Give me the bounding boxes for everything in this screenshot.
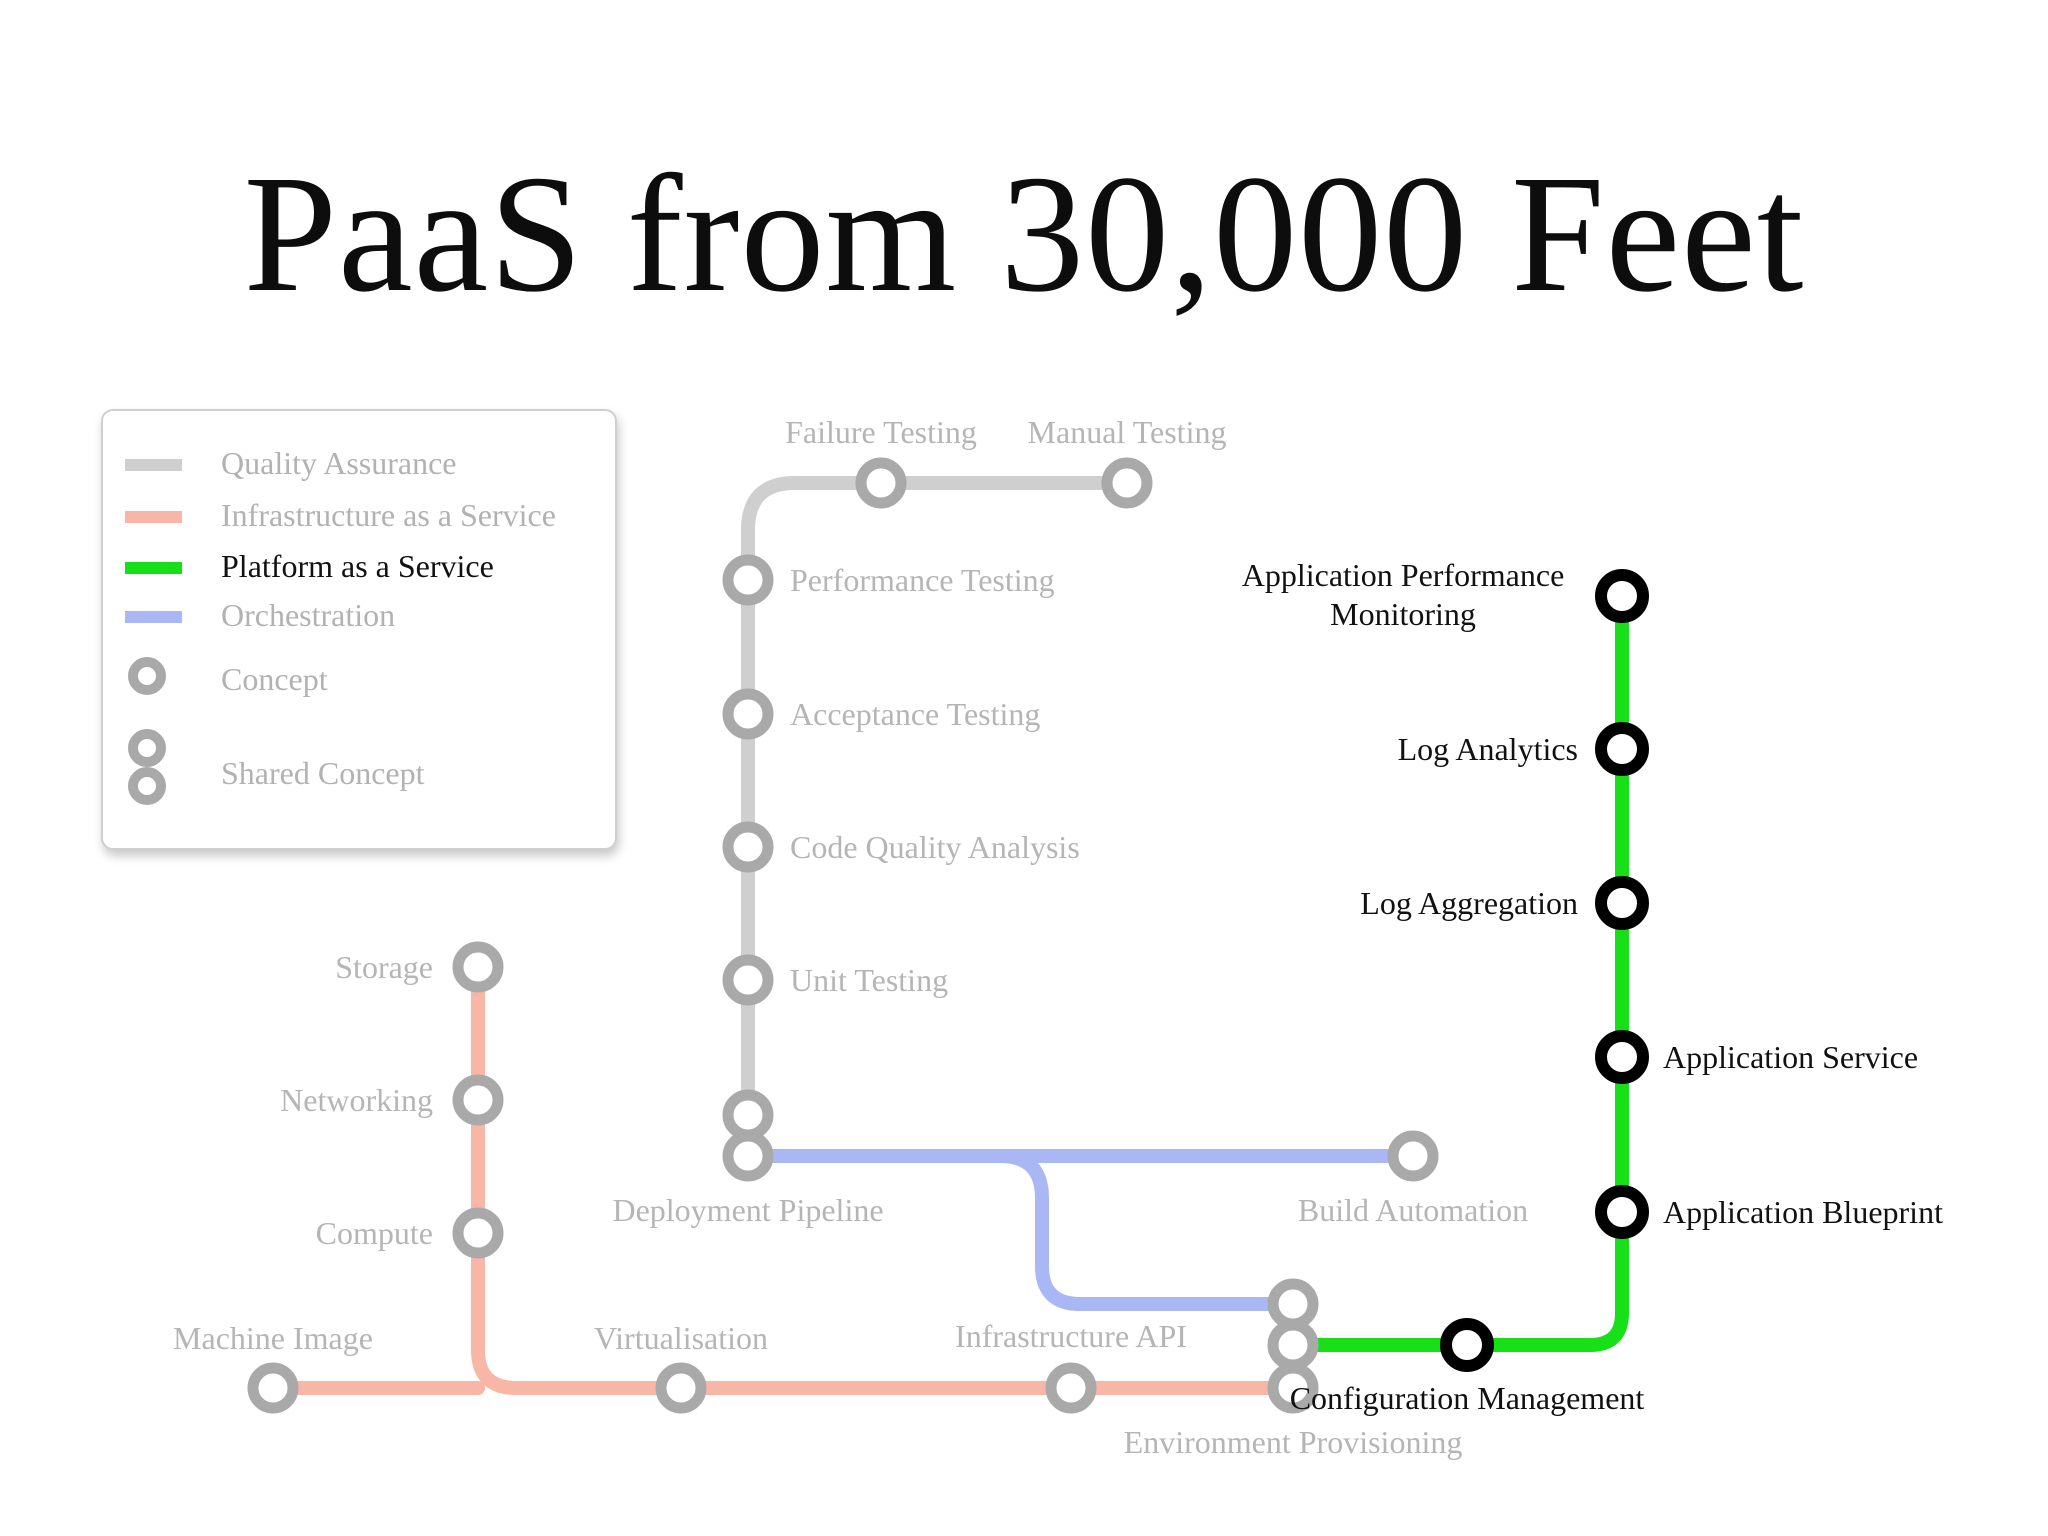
station-networking — [452, 1074, 504, 1126]
legend-label: Platform as a Service — [221, 548, 494, 584]
label-storage: Storage — [335, 949, 433, 985]
station-acceptance-testing — [722, 688, 774, 740]
orchestration-line-branch — [993, 1149, 1300, 1311]
label-deployment-pipeline: Deployment Pipeline — [612, 1192, 883, 1228]
line-swatch-icon — [125, 562, 182, 574]
station-environment-provisioning-bottom — [1267, 1362, 1319, 1414]
legend-item-platform-as-a-service: Platform as a Service — [103, 542, 615, 602]
station-infrastructure-api — [1045, 1362, 1097, 1414]
label-machine-image: Machine Image — [173, 1320, 373, 1356]
label-application-performance-monitoring-line2: Monitoring — [1330, 596, 1476, 632]
label-build-automation: Build Automation — [1298, 1192, 1528, 1228]
station-log-analytics — [1595, 722, 1649, 776]
label-application-blueprint: Application Blueprint — [1663, 1194, 1943, 1230]
station-virtualisation — [655, 1362, 707, 1414]
label-compute: Compute — [316, 1215, 433, 1251]
legend-label: Infrastructure as a Service — [221, 497, 556, 533]
station-application-service — [1595, 1030, 1649, 1084]
station-deployment-pipeline-bottom — [722, 1130, 774, 1182]
label-code-quality-analysis: Code Quality Analysis — [790, 829, 1080, 865]
label-infrastructure-api: Infrastructure API — [955, 1318, 1187, 1354]
legend-item-orchestration: Orchestration — [103, 591, 615, 651]
station-compute — [452, 1207, 504, 1259]
legend-item-shared-concept: Shared Concept — [103, 717, 615, 827]
legend: Quality Assurance Infrastructure as a Se… — [101, 409, 617, 850]
legend-label: Shared Concept — [221, 755, 425, 791]
infrastructure-line — [471, 960, 1300, 1395]
label-application-performance-monitoring-line1: Application Performance — [1242, 557, 1565, 593]
legend-item-infrastructure-as-a-service: Infrastructure as a Service — [103, 491, 615, 551]
label-log-analytics: Log Analytics — [1398, 731, 1578, 767]
legend-item-quality-assurance: Quality Assurance — [103, 439, 615, 499]
paas-line — [1286, 589, 1629, 1352]
page-title: PaaS from 30,000 Feet — [243, 141, 1805, 327]
station-performance-testing — [722, 554, 774, 606]
line-swatch-icon — [125, 511, 182, 523]
legend-item-concept: Concept — [103, 637, 615, 697]
ring-icon — [128, 729, 166, 767]
station-code-quality-analysis — [722, 821, 774, 873]
station-failure-testing — [855, 457, 907, 509]
label-failure-testing: Failure Testing — [785, 414, 977, 450]
label-configuration-management: Configuration Management — [1290, 1380, 1645, 1416]
label-virtualisation: Virtualisation — [594, 1320, 768, 1356]
station-storage — [452, 941, 504, 993]
label-unit-testing: Unit Testing — [790, 962, 948, 998]
quality-assurance-line — [741, 476, 1134, 1122]
ring-icon — [128, 657, 166, 695]
station-environment-provisioning-top — [1267, 1278, 1319, 1330]
legend-label: Orchestration — [221, 597, 396, 633]
station-log-aggregation — [1595, 876, 1649, 930]
station-machine-image — [247, 1362, 299, 1414]
station-build-automation — [1387, 1130, 1439, 1182]
station-application-blueprint — [1595, 1185, 1649, 1239]
station-configuration-management — [1440, 1318, 1494, 1372]
label-performance-testing: Performance Testing — [790, 562, 1055, 598]
station-manual-testing — [1101, 457, 1153, 509]
label-manual-testing: Manual Testing — [1028, 414, 1227, 450]
legend-label: Quality Assurance — [221, 445, 457, 481]
label-acceptance-testing: Acceptance Testing — [790, 696, 1040, 732]
label-application-service: Application Service — [1663, 1039, 1918, 1075]
station-environment-provisioning-middle — [1267, 1319, 1319, 1371]
ring-icon — [128, 767, 166, 805]
label-log-aggregation: Log Aggregation — [1360, 885, 1578, 921]
line-swatch-icon — [125, 459, 182, 471]
label-networking: Networking — [280, 1082, 433, 1118]
line-swatch-icon — [125, 611, 182, 623]
station-unit-testing — [722, 954, 774, 1006]
legend-label: Concept — [221, 661, 328, 697]
label-environment-provisioning: Environment Provisioning — [1124, 1424, 1463, 1460]
station-application-performance-monitoring — [1595, 569, 1649, 623]
station-deployment-pipeline-top — [722, 1089, 774, 1141]
